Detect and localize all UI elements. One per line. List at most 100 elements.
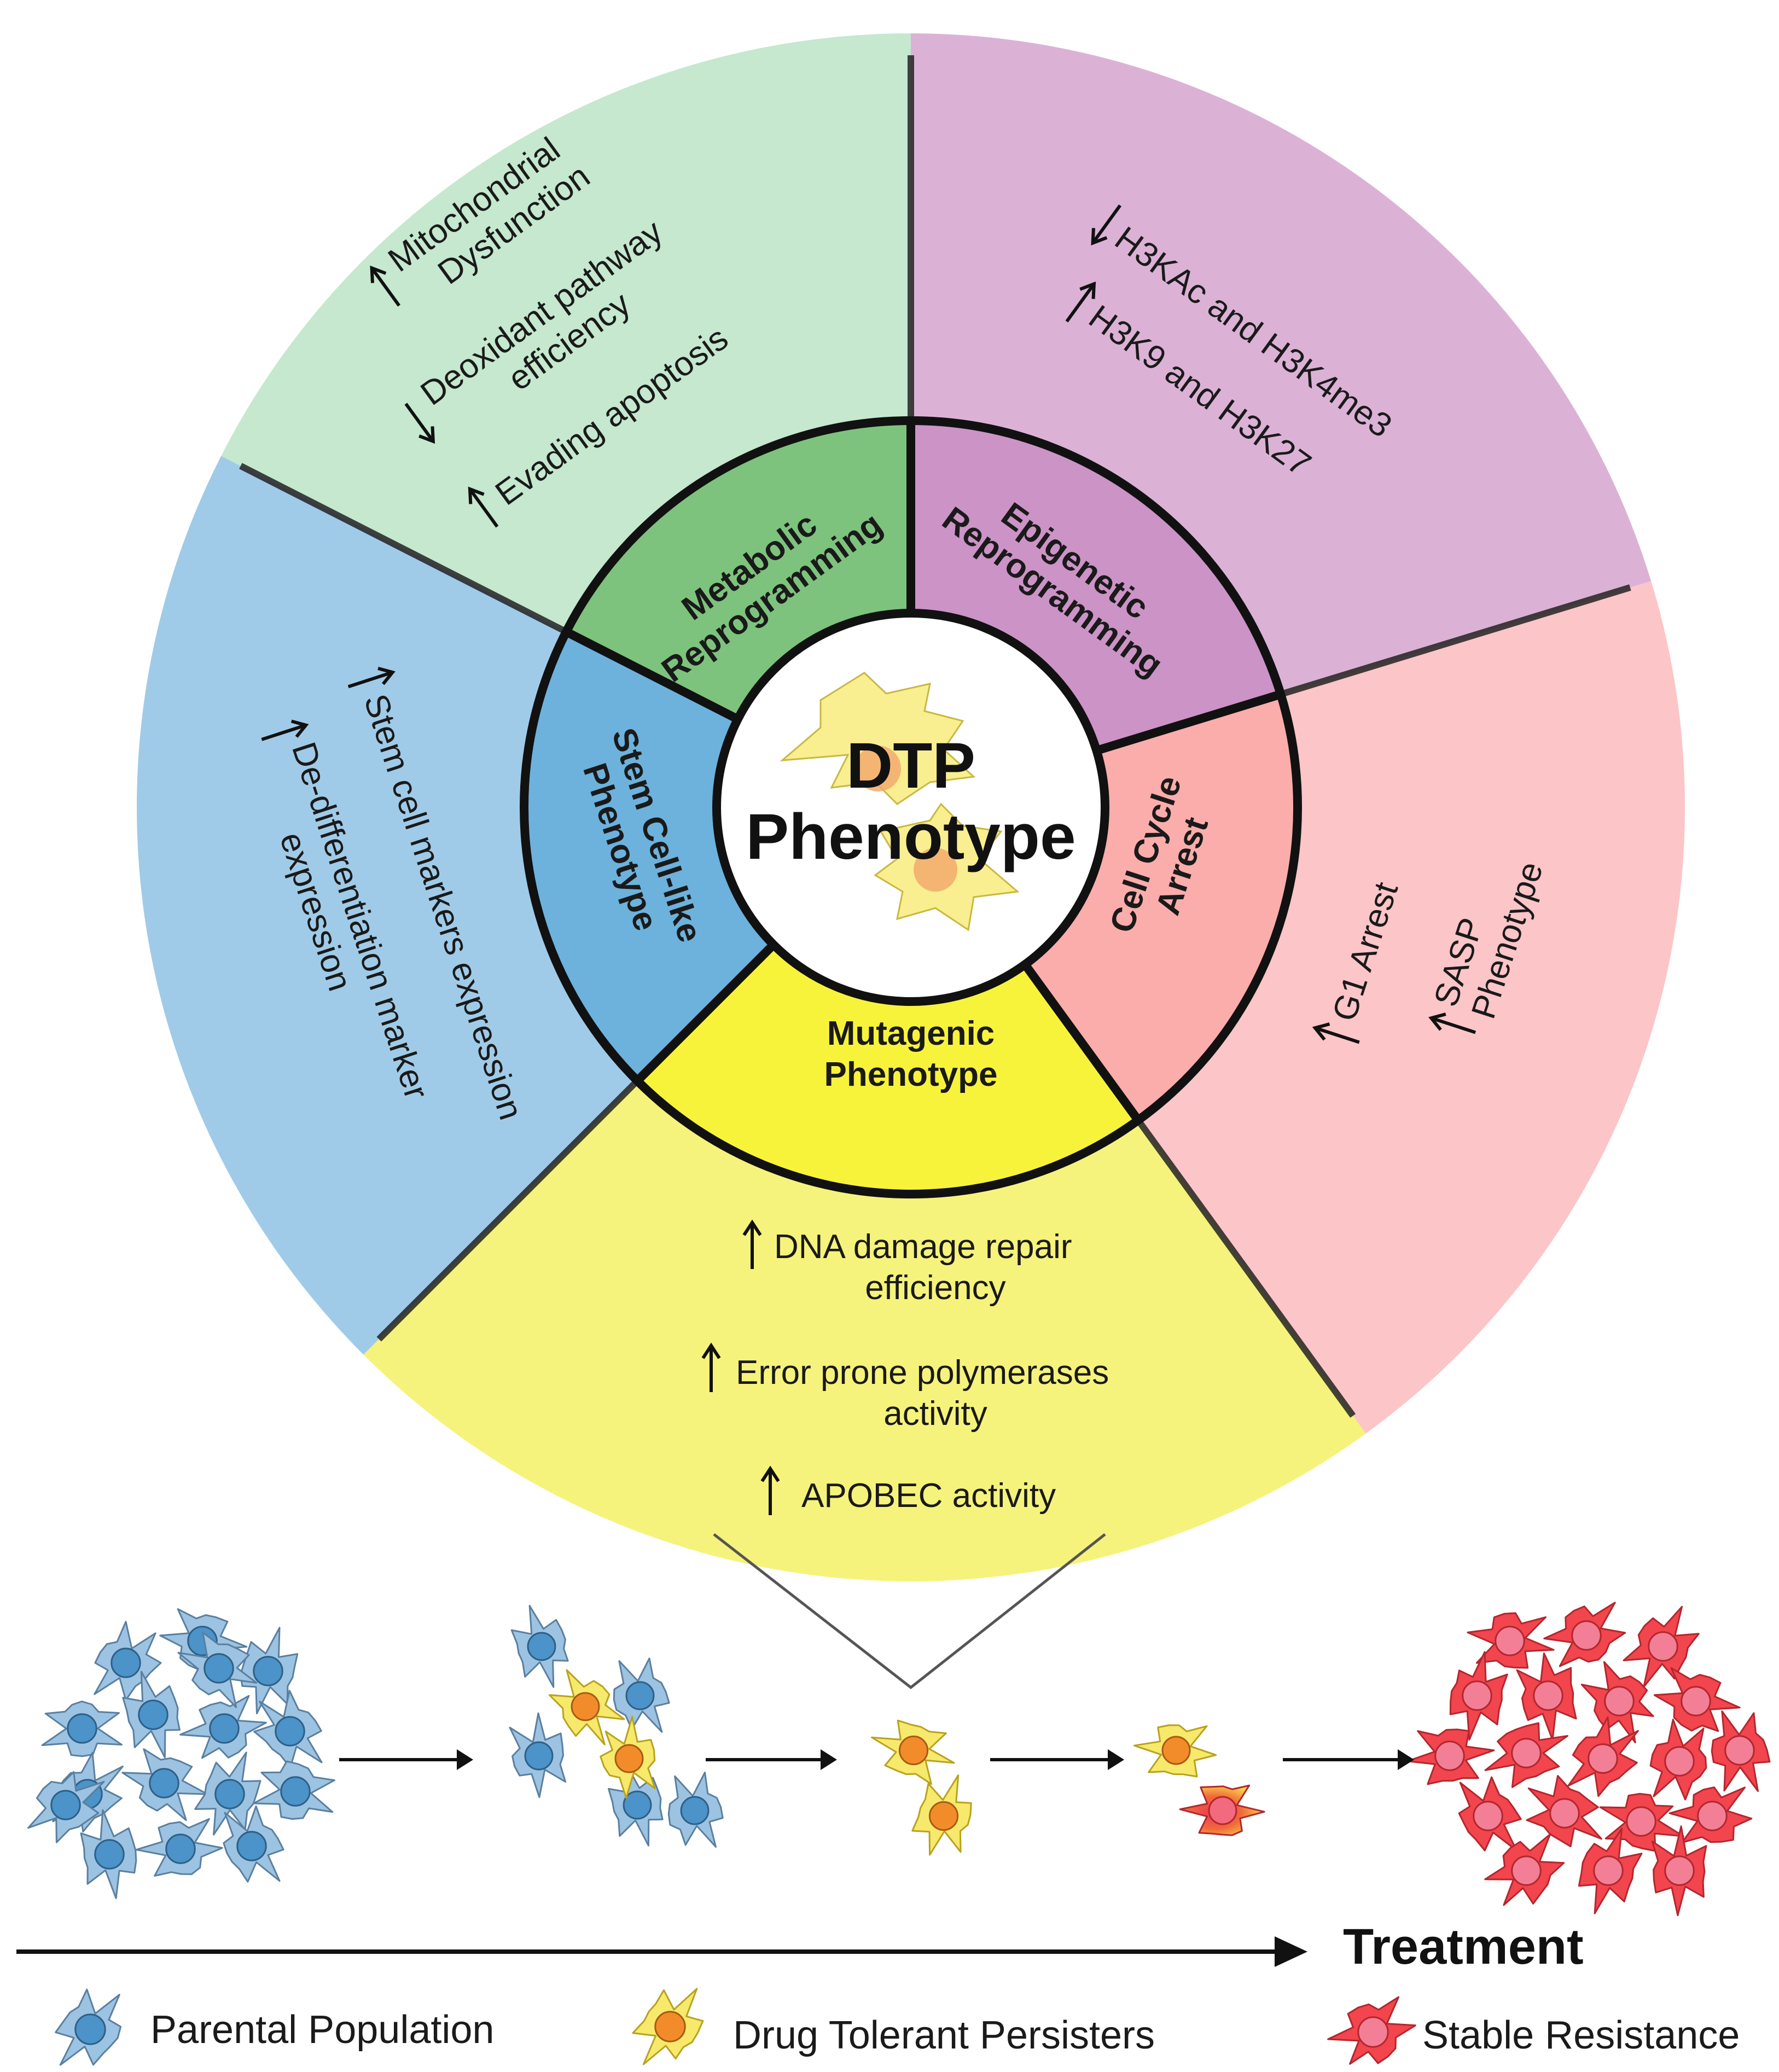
legend: Parental Population Drug Tolerant Persis… [55,1988,1740,2066]
up-arrow-icon [701,1342,721,1392]
progression-arrow-4 [1283,1749,1414,1770]
resistant-cell [1578,1827,1643,1914]
mutagenic-item-2-line2: activity [883,1395,987,1433]
center-hub: DTP Phenotype [712,609,1109,1006]
legend-parental-label: Parental Population [150,2008,494,2052]
inner-divider-4 [1021,962,1142,1123]
stemcell-inner-segment [524,632,774,1081]
parental-cell [613,1657,670,1733]
outer-divider-1 [239,463,568,635]
inner-divider-1 [564,627,740,723]
zoom-connector [713,1533,1106,1690]
up-arrow-icon [1312,1022,1360,1044]
mutagenic-item-2: Error prone polymerases activity [701,1342,1109,1433]
parental-cell [253,1690,323,1769]
mutagenic-items: DNA damage repair efficiency Error prone… [701,1219,1109,1515]
mutagenic-title: Mutagenic Phenotype [824,1015,998,1093]
resistant-cell [1623,1605,1700,1688]
resistant-cell [1649,1719,1707,1801]
parental-cell [27,1771,105,1843]
up-arrow-icon [1428,1012,1476,1034]
mutagenic-outer-segment [363,1080,1366,1582]
dtp-cell [548,1669,625,1745]
resistant-cell [1516,1652,1577,1741]
resistant-cluster [1406,1602,1771,1917]
stemcell-outer-segment [136,456,638,1355]
inner-ring-border [520,416,1302,1198]
parental-cell [509,1712,567,1799]
parental-cell [667,1772,724,1848]
resistant-cell [1580,1661,1654,1744]
population-sequence [27,1602,1771,1917]
parental-cell [223,1805,284,1883]
mutagenic-title-line2: Phenotype [824,1056,998,1093]
center-title-line2: Phenotype [746,801,1075,873]
progression-arrow-2 [706,1749,837,1770]
cellcycle-outer-segment [1138,581,1685,1434]
dtp-cell [600,1716,656,1799]
segment-dividers [239,55,1631,1418]
cellcycle-inner-segment [1025,694,1298,1120]
parental-cell [177,1632,258,1708]
outer-divider-5 [376,1078,640,1342]
transition-pair [1133,1724,1265,1836]
parental-cell [121,1748,208,1821]
mutagenic-inner-segment [637,945,1138,1194]
resistant-cell [1653,1667,1741,1732]
legend-dtp-label: Drug Tolerant Persisters [733,2013,1155,2057]
center-dtp-cell-top [780,672,976,805]
treatment-timeline: Treatment [16,1919,1584,1975]
transitioning-cell [1179,1784,1265,1836]
mutagenic-title-line1: Mutagenic [827,1015,995,1052]
center-dtp-cell-bottom [874,802,1020,932]
up-arrow-icon [347,667,396,689]
resistant-cell [1458,1776,1522,1852]
inner-divider-3 [1095,690,1282,755]
dtp-cell [871,1719,955,1785]
parental-cell [41,1701,123,1757]
legend-parental-icon [55,1988,122,2066]
progression-arrow-1 [339,1749,473,1770]
resistant-cell [1449,1651,1508,1741]
legend-icons [55,1988,1416,2066]
epigenetic-inner-segment [911,421,1281,751]
down-arrow-icon [404,403,435,444]
dtp-cell [1133,1724,1217,1778]
parental-cell [122,1671,181,1759]
dtp-pair [871,1719,972,1856]
mutagenic-item-2-line1: Error prone polymerases [736,1354,1109,1392]
parental-cell [94,1621,162,1701]
up-arrow-icon [742,1219,762,1269]
legend-resistant-icon [1327,1996,1416,2065]
metabolic-inner-segment [566,421,911,719]
epigenetic-outer-segment [911,33,1652,695]
mutagenic-item-1-line1: DNA damage repair [774,1228,1072,1266]
progression-arrow-3 [990,1749,1124,1770]
parental-cell [510,1605,569,1688]
inner-divider-5 [634,941,777,1084]
up-arrow-icon [468,486,499,528]
resistant-cell [1484,1722,1568,1788]
resistant-cell [1651,1825,1707,1917]
mutagenic-item-1: DNA damage repair efficiency [742,1219,1072,1307]
mixed-population [509,1605,724,1848]
center-circle [712,609,1109,1006]
mutagenic-item-3: APOBEC activity [760,1465,1056,1515]
up-arrow-icon [760,1465,780,1515]
resistant-cell [1406,1728,1495,1785]
resistant-cell [1543,1602,1626,1667]
parental-cluster [27,1608,335,1899]
parental-cell [179,1695,267,1759]
up-arrow-icon [261,719,309,741]
resistant-cell [1467,1612,1555,1669]
resistant-cell [1567,1716,1639,1797]
progression-arrows [339,1749,1414,1770]
parental-cell [252,1760,335,1820]
mutagenic-item-3-line1: APOBEC activity [801,1477,1056,1515]
up-arrow-icon [370,265,400,307]
resistant-cell [1711,1710,1771,1792]
resistant-cell [1526,1775,1602,1848]
parental-cell [80,1809,137,1899]
timeline-arrowhead-icon [1275,1936,1307,1967]
